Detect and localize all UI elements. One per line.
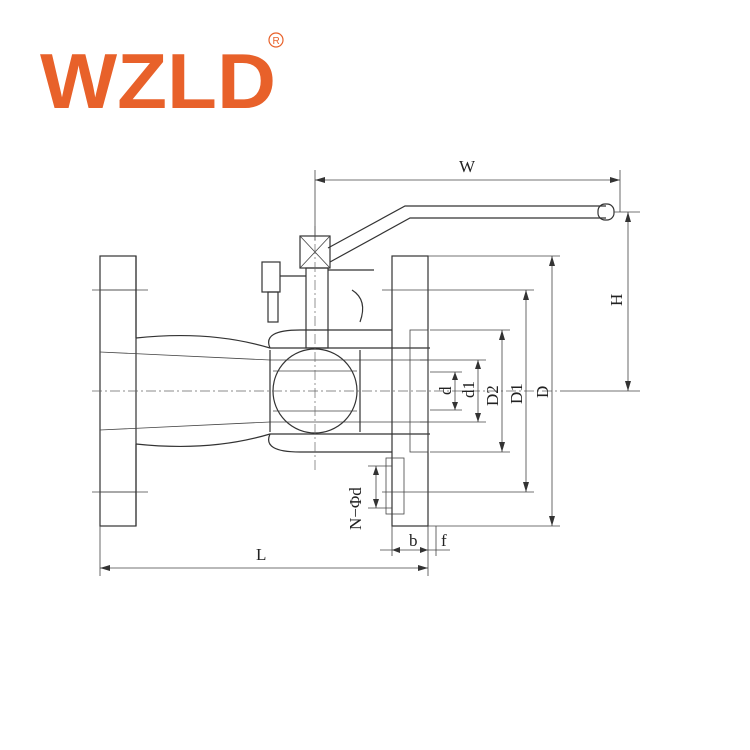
registered-mark: R (273, 36, 280, 47)
dimension-d: d (430, 371, 462, 411)
dimension-b-f: b f (380, 526, 450, 556)
dimension-L: L (99, 526, 429, 576)
registered-mark-circle (268, 32, 284, 48)
right-flange (382, 255, 440, 527)
dim-label-bolt-holes: N−Φd (346, 487, 365, 530)
dimension-d1: d1 (430, 359, 486, 423)
logo-wordmark: WZLD (40, 37, 276, 118)
valve-stem (261, 235, 374, 349)
dim-label-L: L (256, 545, 266, 564)
dim-label-D1: D1 (507, 383, 526, 404)
dimension-D2: D2 (430, 329, 510, 453)
dim-label-H: H (607, 294, 626, 306)
dimension-D1: D1 (440, 289, 534, 493)
dimension-bolt-holes: N−Φd (346, 465, 392, 530)
dim-label-d1: d1 (459, 381, 478, 398)
dim-label-W: W (459, 157, 476, 176)
dim-label-D: D (533, 386, 552, 398)
wzld-logo: WZLD R (40, 32, 284, 118)
dimension-W: W (314, 157, 621, 240)
dimension-H: H (560, 211, 640, 392)
dim-label-D2: D2 (483, 385, 502, 406)
dimension-D: D (428, 255, 560, 527)
dim-label-b: b (409, 531, 418, 550)
lever-handle (327, 203, 615, 263)
dim-label-d: d (436, 386, 455, 395)
dim-label-f: f (441, 531, 447, 550)
